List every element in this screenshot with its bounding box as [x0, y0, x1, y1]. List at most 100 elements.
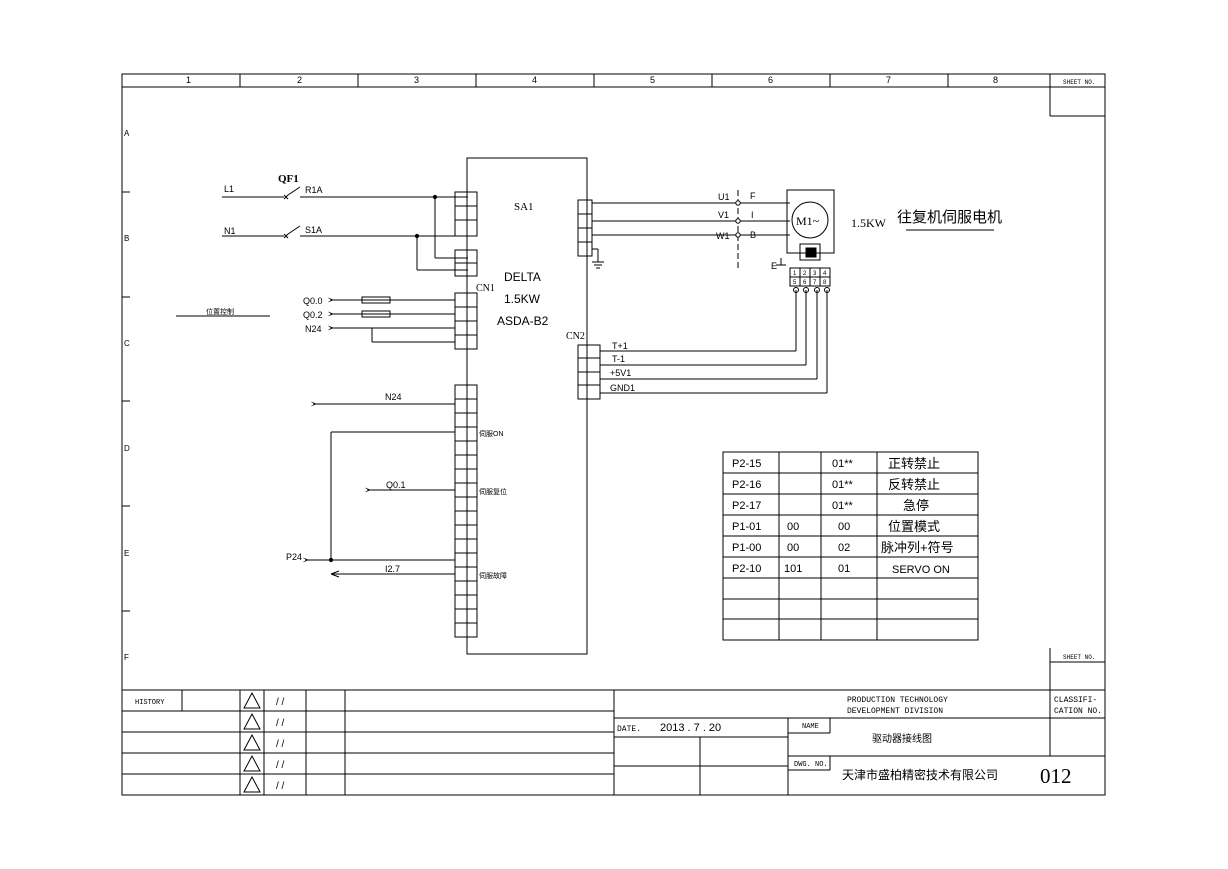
revision-triangles	[243, 691, 261, 793]
servo-reset-label: 伺服复位	[479, 487, 507, 496]
date-value: 2013 . 7 . 20	[660, 722, 721, 734]
encoder-pin-2: 2	[803, 271, 807, 277]
param-row4-code: P1-01	[732, 521, 761, 533]
param-row2-desc: 反转禁止	[888, 477, 940, 492]
servo-motor-symbol	[776, 189, 835, 287]
revision-triangle-icon	[243, 754, 261, 772]
cn2-label: CN2	[566, 331, 585, 342]
n24-input-label: N24	[305, 324, 322, 334]
param-row2-code: P2-16	[732, 479, 761, 491]
param-row3-value: 01**	[832, 500, 854, 512]
n1-label: N1	[224, 226, 236, 236]
sheet-no-label-bottom: SHEET NO.	[1063, 654, 1095, 661]
param-row6-value: 01	[838, 563, 850, 575]
revision-slash-3: / /	[276, 739, 285, 750]
power-input	[222, 186, 468, 271]
revision-triangle-icon	[243, 775, 261, 793]
drawing-name: 驱动器接线图	[872, 732, 932, 745]
classification-line-2: CATION NO.	[1054, 707, 1102, 716]
cn2-terminals	[577, 344, 601, 400]
u1-label: U1	[718, 192, 730, 202]
revision-triangle-icon	[243, 712, 261, 730]
encoder-pin-5: 5	[793, 280, 797, 286]
column-label-6: 6	[768, 75, 773, 85]
position-control-label: 位置控制	[206, 307, 234, 316]
param-row3-code: P2-17	[732, 500, 761, 512]
encoder-line-5v: +5V1	[610, 368, 631, 378]
cn1-terminal-strip-lower	[454, 384, 478, 638]
company-name: 天津市盛柏精密技术有限公司	[842, 767, 998, 782]
column-ticks	[239, 74, 949, 87]
q02-label: Q0.2	[303, 310, 323, 320]
sheet-no-label-top: SHEET NO.	[1063, 79, 1095, 86]
w1-label: W1	[716, 231, 730, 241]
f-label: F	[750, 191, 756, 201]
drive-power: 1.5KW	[504, 292, 541, 306]
motor-caption-kw: 1.5KW	[851, 216, 887, 230]
motor-power-wiring	[592, 190, 790, 269]
drive-brand: DELTA	[504, 270, 541, 284]
p24-label: P24	[286, 552, 302, 562]
arrow-n24-line: >	[311, 399, 316, 409]
breaker-qf1-label: QF1	[278, 173, 299, 185]
row-ticks	[122, 191, 130, 612]
arrow-q02: >	[328, 309, 333, 319]
column-label-1: 1	[186, 75, 191, 85]
q00-label: Q0.0	[303, 296, 323, 306]
encoder-wiring	[600, 287, 830, 394]
i-label: I	[751, 210, 754, 220]
encoder-line-gnd: GND1	[610, 383, 635, 393]
row-label-e: E	[124, 549, 129, 558]
drawing-number: 012	[1040, 764, 1072, 788]
column-label-4: 4	[532, 75, 537, 85]
row-label-b: B	[124, 234, 129, 243]
dwg-no-label: DWG. NO.	[794, 761, 828, 769]
param-row4-desc: 位置模式	[888, 519, 940, 534]
i27-label: I2.7	[385, 564, 400, 574]
org-line-2: DEVELOPMENT DIVISION	[847, 707, 943, 716]
drive-power-terminals	[454, 191, 478, 277]
encoder-pin-3: 3	[813, 271, 817, 277]
arrow-n24-in: >	[328, 323, 333, 333]
arrow-p24: >	[303, 555, 308, 565]
param-row1-desc: 正转禁止	[888, 456, 940, 471]
org-line-1: PRODUCTION TECHNOLOGY	[847, 696, 948, 705]
param-row5-value: 02	[838, 542, 850, 554]
s1a-label: S1A	[305, 225, 322, 235]
column-label-8: 8	[993, 75, 998, 85]
motor-caption-cn: 往复机伺服电机	[897, 208, 1002, 226]
column-label-3: 3	[414, 75, 419, 85]
revision-slash-2: / /	[276, 718, 285, 729]
history-label: HISTORY	[135, 699, 165, 707]
encoder-pin-4: 4	[823, 271, 827, 277]
encoder-line-t-minus: T-1	[612, 354, 625, 364]
param-row5-desc: 脉冲列+符号	[881, 540, 954, 555]
l1-label: L1	[224, 184, 234, 194]
servo-fault-label: 伺服故障	[479, 571, 507, 580]
servo-on-label: 伺服ON	[479, 429, 504, 438]
control-signal-wiring	[176, 296, 455, 578]
revision-slash-1: / /	[276, 697, 285, 708]
param-row4-value: 00	[838, 521, 850, 533]
param-row6-desc: SERVO ON	[892, 564, 950, 576]
q01-label: Q0.1	[386, 480, 406, 490]
encoder-pin-8: 8	[823, 280, 827, 286]
drive-model: ASDA-B2	[497, 314, 549, 328]
row-label-d: D	[124, 444, 130, 453]
column-label-2: 2	[297, 75, 302, 85]
encoder-line-t-plus: T+1	[612, 341, 628, 351]
param-row5-code: P1-00	[732, 542, 761, 554]
row-label-f: F	[124, 653, 129, 662]
title-block-lines	[122, 648, 1105, 795]
revision-slash-5: / /	[276, 781, 285, 792]
parameter-table	[722, 451, 979, 641]
arrow-q01: >	[365, 485, 370, 495]
classification-line-1: CLASSIFI-	[1054, 696, 1097, 705]
param-row6-col2: 101	[784, 563, 802, 575]
encoder-pin-1: 1	[793, 271, 797, 277]
name-label: NAME	[802, 723, 819, 731]
drawing-frame	[121, 73, 1106, 796]
revision-triangle-icon	[243, 733, 261, 751]
column-label-5: 5	[650, 75, 655, 85]
